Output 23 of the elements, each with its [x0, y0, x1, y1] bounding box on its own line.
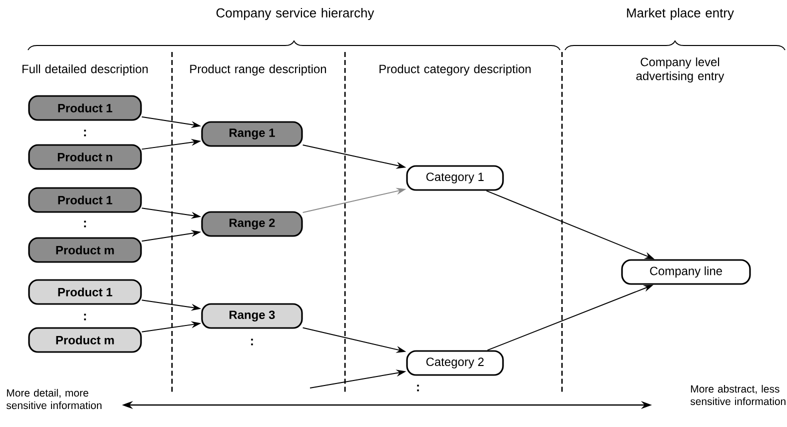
heading: Market place entry	[627, 8, 734, 20]
rounded-box: Product m	[28, 327, 142, 353]
side-note: More abstract, less sensitive information	[690, 384, 786, 406]
column-heading: Company level advertising entry	[636, 57, 724, 83]
column-heading: Product category description	[380, 64, 531, 76]
heading: Company service hierarchy	[216, 8, 374, 20]
rounded-box: Product m	[28, 237, 142, 263]
rounded-box: Category 1	[406, 165, 504, 191]
ellipsis-colon: :	[84, 314, 86, 320]
ellipsis-colon: :	[84, 220, 86, 228]
rounded-box: Range 1	[201, 121, 303, 147]
rounded-box: Product 1	[28, 279, 142, 305]
side-note: More detail, more sensitive information	[6, 388, 102, 410]
rounded-box: Range 2	[201, 211, 303, 237]
column-heading: Full detailed description	[22, 64, 148, 76]
ellipsis-colon: :	[84, 130, 86, 136]
rounded-box: Company line	[621, 259, 751, 285]
column-heading: Product range description	[190, 64, 326, 76]
rounded-box: Category 2	[406, 350, 504, 376]
rounded-box: Product 1	[28, 187, 142, 213]
rounded-box: Range 3	[201, 303, 303, 329]
rounded-box: Product n	[28, 144, 142, 170]
rounded-box: Product 1	[28, 95, 142, 121]
